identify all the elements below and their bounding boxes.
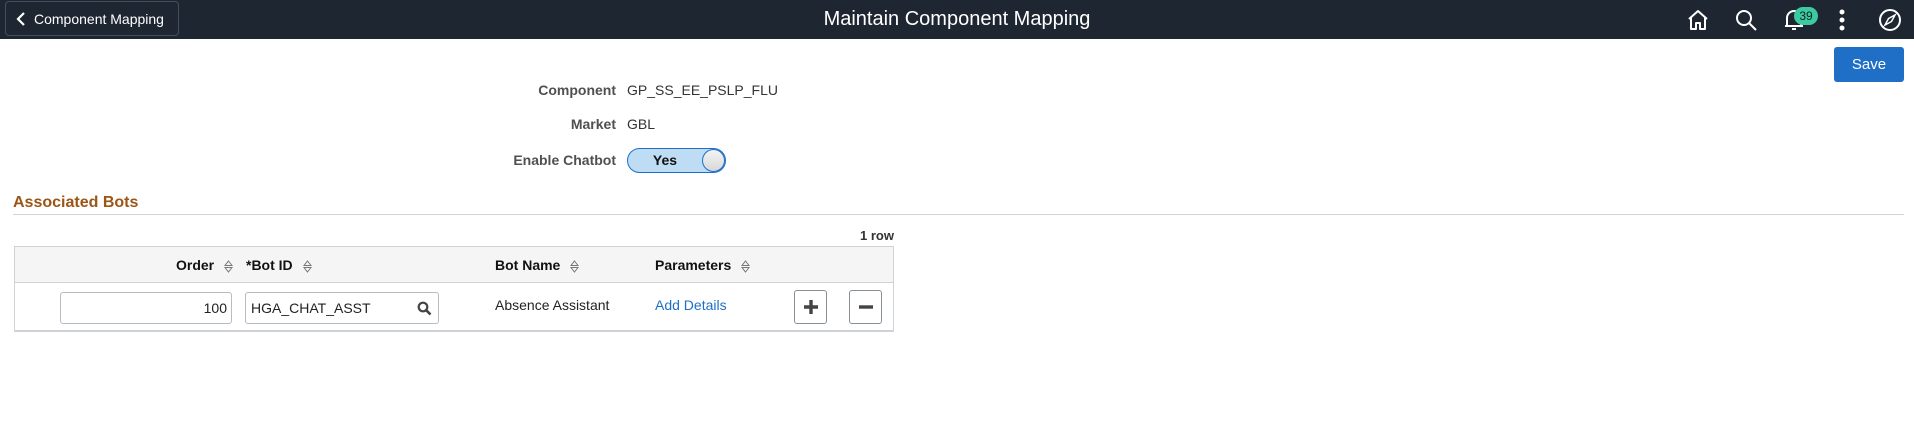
column-header-bot-name[interactable]: Bot Name	[495, 247, 580, 283]
top-banner: Component Mapping Maintain Component Map…	[0, 0, 1914, 39]
market-field: Market GBL	[0, 113, 655, 135]
associated-bots-grid: Order *Bot ID Bot Name Parameters 100 HG…	[14, 246, 894, 332]
plus-icon	[803, 300, 818, 314]
notification-count-badge: 39	[1794, 7, 1818, 25]
minus-icon	[858, 305, 873, 309]
column-header-order[interactable]: Order	[176, 247, 234, 283]
sort-icon	[224, 259, 234, 273]
section-divider	[13, 214, 1904, 215]
market-label: Market	[570, 116, 616, 132]
associated-bots-title: Associated Bots	[13, 194, 139, 211]
add-row-button[interactable]	[794, 290, 827, 324]
enable-chatbot-toggle[interactable]: Yes	[627, 147, 726, 173]
order-input[interactable]: 100	[60, 292, 232, 324]
page-title: Maintain Component Mapping	[823, 8, 1091, 30]
market-value: GBL	[627, 116, 656, 132]
enable-chatbot-field: Enable Chatbot Yes	[0, 147, 726, 173]
add-details-link[interactable]: Add Details	[655, 297, 727, 313]
toggle-knob	[702, 148, 725, 172]
bot-id-value: HGA_CHAT_ASST	[251, 300, 371, 316]
search-icon	[1736, 9, 1757, 31]
column-label: *Bot ID	[246, 257, 293, 273]
save-button[interactable]: Save	[1834, 47, 1904, 82]
component-value: GP_SS_EE_PSLP_FLU	[627, 82, 778, 98]
component-field: Component GP_SS_EE_PSLP_FLU	[0, 79, 778, 101]
notifications-button[interactable]: 39	[1770, 0, 1818, 39]
chevron-left-icon	[16, 11, 25, 26]
actions-menu-icon	[1839, 9, 1845, 30]
actions-menu-button[interactable]	[1818, 0, 1866, 39]
back-button[interactable]: Component Mapping	[5, 1, 179, 36]
sort-icon	[741, 259, 751, 273]
enable-chatbot-label: Enable Chatbot	[513, 152, 616, 168]
sort-icon	[570, 259, 580, 273]
column-label: Order	[176, 257, 215, 273]
home-button[interactable]	[1674, 0, 1722, 39]
navbar-compass-icon	[1879, 8, 1901, 31]
column-header-parameters[interactable]: Parameters	[655, 247, 751, 283]
search-button[interactable]	[1722, 0, 1770, 39]
back-button-label: Component Mapping	[34, 10, 164, 27]
home-icon	[1688, 9, 1708, 30]
navbar-button[interactable]	[1866, 0, 1914, 39]
toggle-state-text: Yes	[652, 151, 678, 168]
bot-id-input[interactable]: HGA_CHAT_ASST	[245, 292, 439, 324]
banner-actions: 39	[1674, 0, 1914, 39]
delete-row-button[interactable]	[849, 290, 882, 324]
lookup-search-icon[interactable]	[417, 301, 432, 316]
column-label: Parameters	[655, 257, 732, 273]
row-count: 1 row	[860, 228, 894, 243]
column-header-bot-id[interactable]: *Bot ID	[246, 247, 312, 283]
bot-name-value: Absence Assistant	[495, 297, 610, 313]
grid-header: Order *Bot ID Bot Name Parameters	[15, 247, 893, 283]
column-label: Bot Name	[495, 257, 561, 273]
sort-icon	[302, 259, 312, 273]
component-label: Component	[538, 82, 616, 98]
